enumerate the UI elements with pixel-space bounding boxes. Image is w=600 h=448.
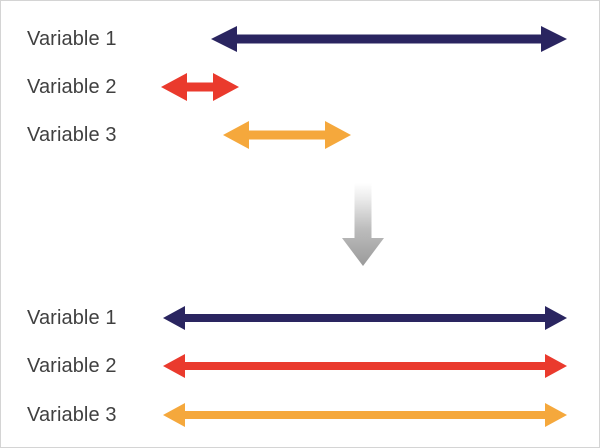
double-headed-arrow-shape bbox=[161, 73, 239, 101]
before-label-variable-3: Variable 3 bbox=[27, 124, 117, 146]
after-arrow-variable-3 bbox=[163, 403, 567, 427]
after-row-variable-2: Variable 2 bbox=[1, 342, 599, 390]
after-row-variable-3: Variable 3 bbox=[1, 391, 599, 439]
double-headed-arrow-shape bbox=[211, 26, 567, 52]
before-row-variable-3: Variable 3 bbox=[1, 111, 599, 159]
before-arrow-variable-3 bbox=[223, 121, 351, 149]
after-arrow-variable-1 bbox=[163, 306, 567, 330]
after-panel: Variable 1 Variable 2 Variable 3 bbox=[1, 286, 599, 447]
down-arrow-shape bbox=[342, 183, 384, 266]
double-headed-arrow-shape bbox=[163, 354, 567, 378]
before-row-variable-1: Variable 1 bbox=[1, 15, 599, 63]
double-headed-arrow-shape bbox=[163, 403, 567, 427]
double-headed-arrow-shape bbox=[223, 121, 351, 149]
before-panel: Variable 1 Variable 2 Variable 3 bbox=[1, 1, 599, 176]
down-arrow-icon bbox=[342, 183, 384, 266]
after-label-variable-3: Variable 3 bbox=[27, 404, 117, 426]
double-headed-arrow-shape bbox=[163, 306, 567, 330]
before-label-variable-2: Variable 2 bbox=[27, 76, 117, 98]
after-row-variable-1: Variable 1 bbox=[1, 294, 599, 342]
after-arrow-variable-2 bbox=[163, 354, 567, 378]
after-label-variable-2: Variable 2 bbox=[27, 355, 117, 377]
before-arrow-variable-1 bbox=[211, 26, 567, 52]
before-label-variable-1: Variable 1 bbox=[27, 28, 117, 50]
after-label-variable-1: Variable 1 bbox=[27, 307, 117, 329]
before-arrow-variable-2 bbox=[161, 73, 239, 101]
before-row-variable-2: Variable 2 bbox=[1, 63, 599, 111]
